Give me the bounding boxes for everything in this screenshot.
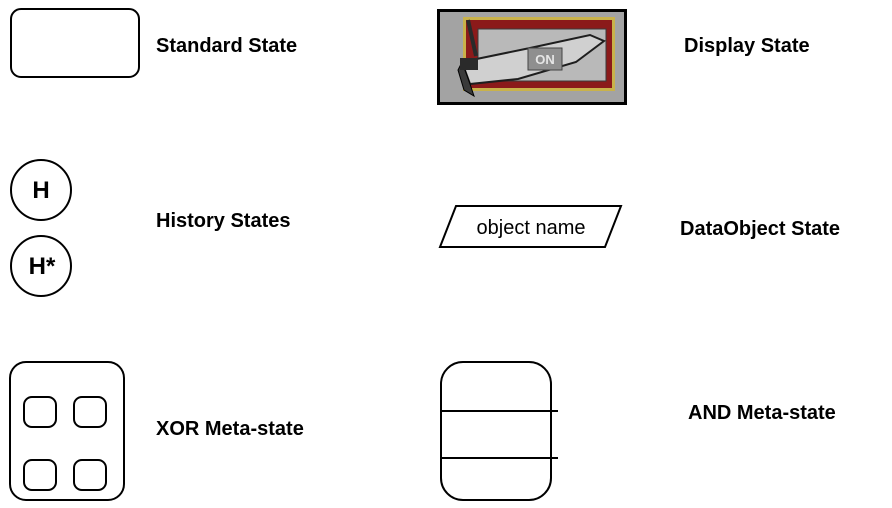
deep-history-symbol: H*: [29, 253, 56, 280]
shallow-history-symbol: H: [32, 177, 49, 204]
standard-state-symbol: [10, 8, 140, 78]
xor-meta-state-symbol: [9, 361, 125, 501]
dataobject-parallelogram: [438, 205, 623, 248]
and-meta-state-label: AND Meta-state: [688, 402, 836, 424]
display-state-switch-icon: [437, 9, 627, 105]
xor-meta-state-label: XOR Meta-state: [156, 418, 304, 440]
display-state-label: Display State: [684, 35, 810, 57]
standard-state-label: Standard State: [156, 35, 298, 57]
dataobject-state-label: DataObject State: [680, 218, 841, 240]
shallow-history-circle: [10, 159, 72, 221]
and-meta-state-symbol: [440, 361, 558, 501]
switch-on-text: ON: [535, 52, 555, 67]
history-states-label: History States: [156, 210, 291, 232]
dataobject-name-text: object name: [477, 217, 586, 239]
deep-history-circle: [10, 235, 72, 297]
